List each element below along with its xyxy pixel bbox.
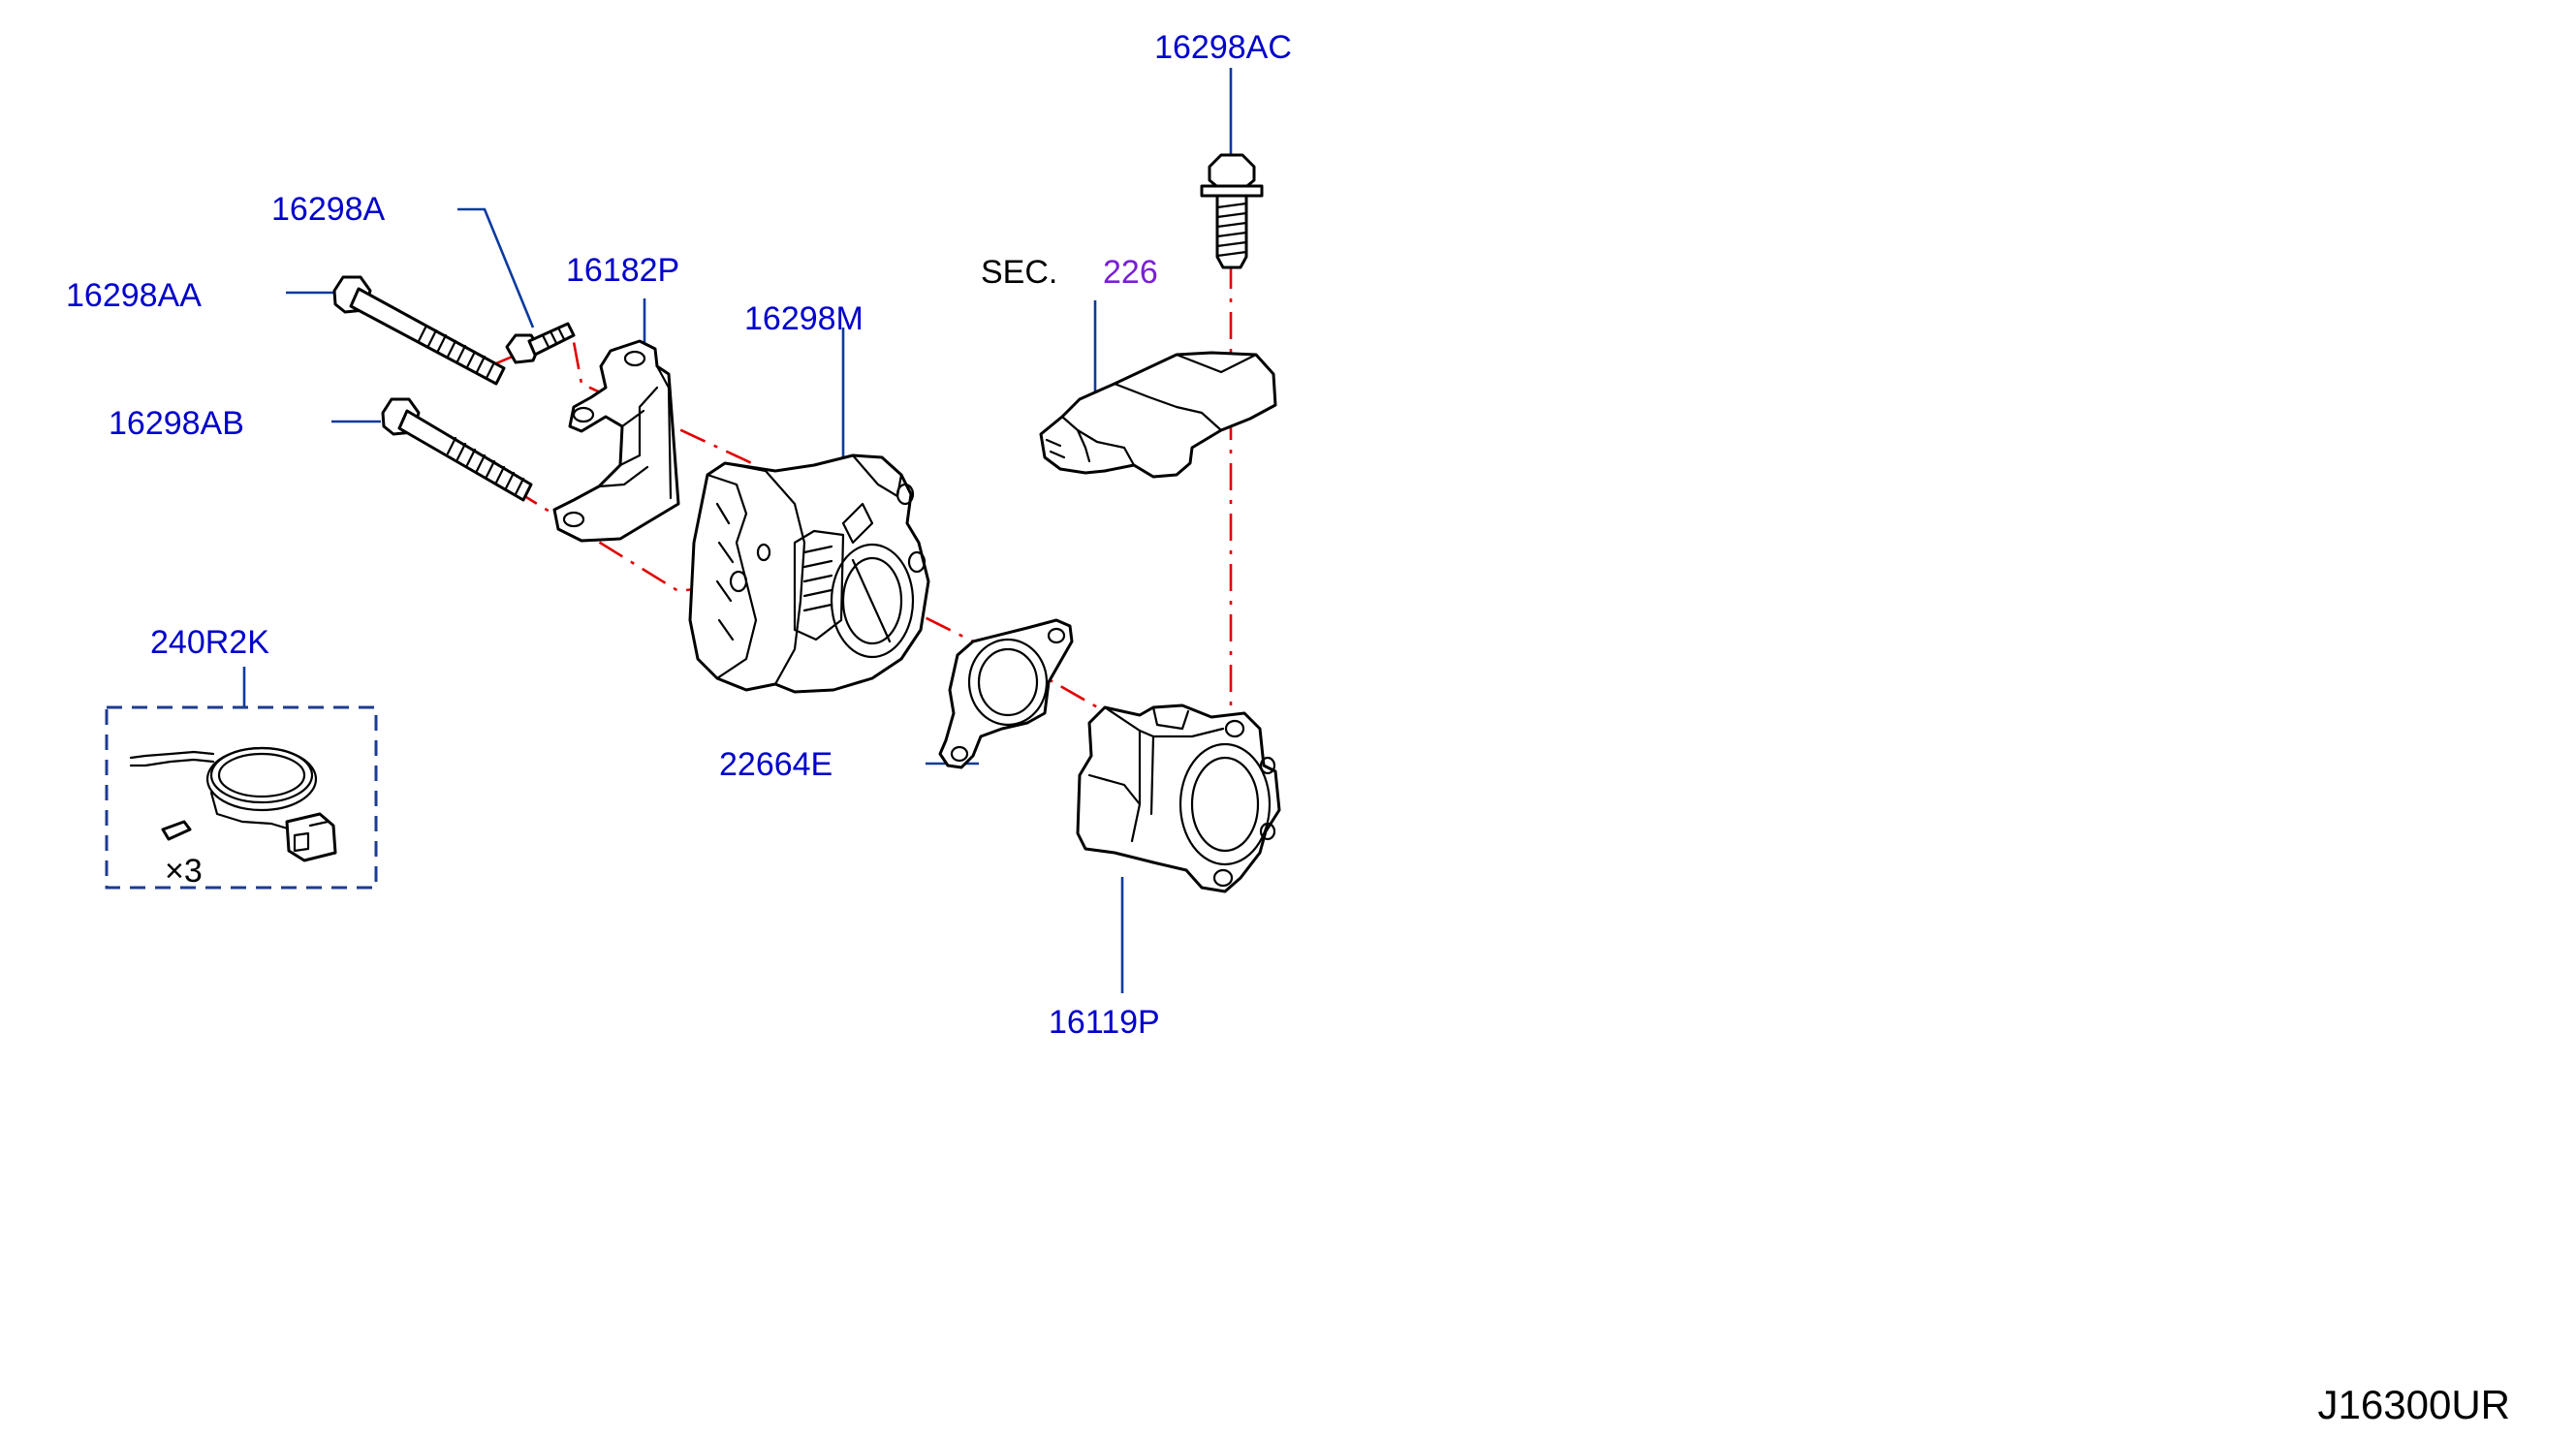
label-16119P: 16119P (1049, 1004, 1160, 1041)
label-240R2K: 240R2K (150, 624, 269, 661)
label-16298AC: 16298AC (1154, 29, 1292, 66)
label-quantity: ×3 (165, 853, 203, 890)
sensor-sec-226 (1039, 351, 1277, 479)
long-bolt-16298AB (381, 397, 533, 502)
small-bolt-16298A (505, 322, 576, 364)
leader-16298A (457, 207, 535, 328)
leader-lines (242, 68, 1233, 993)
label-16298AB: 16298AB (109, 405, 244, 442)
bracket-16182P (552, 339, 680, 543)
throttle-body-16298M (688, 453, 930, 694)
label-sec: SEC. (981, 254, 1057, 291)
diagram-code: J16300UR (2318, 1382, 2510, 1427)
chamber-16119P (1076, 703, 1281, 893)
label-16182P: 16182P (566, 252, 679, 289)
label-22664E: 22664E (719, 746, 832, 783)
gasket-22664E (938, 618, 1074, 769)
harness-kit-240R2K (105, 705, 378, 890)
label-16298AA: 16298AA (66, 277, 202, 314)
flange-bolt-16298AC (1200, 153, 1264, 269)
label-16298A: 16298A (271, 191, 386, 228)
long-bolt-16298AA (332, 275, 506, 386)
label-sec-number: 226 (1103, 254, 1158, 291)
label-16298M: 16298M (744, 300, 864, 337)
kit-dashed-box (105, 705, 378, 890)
